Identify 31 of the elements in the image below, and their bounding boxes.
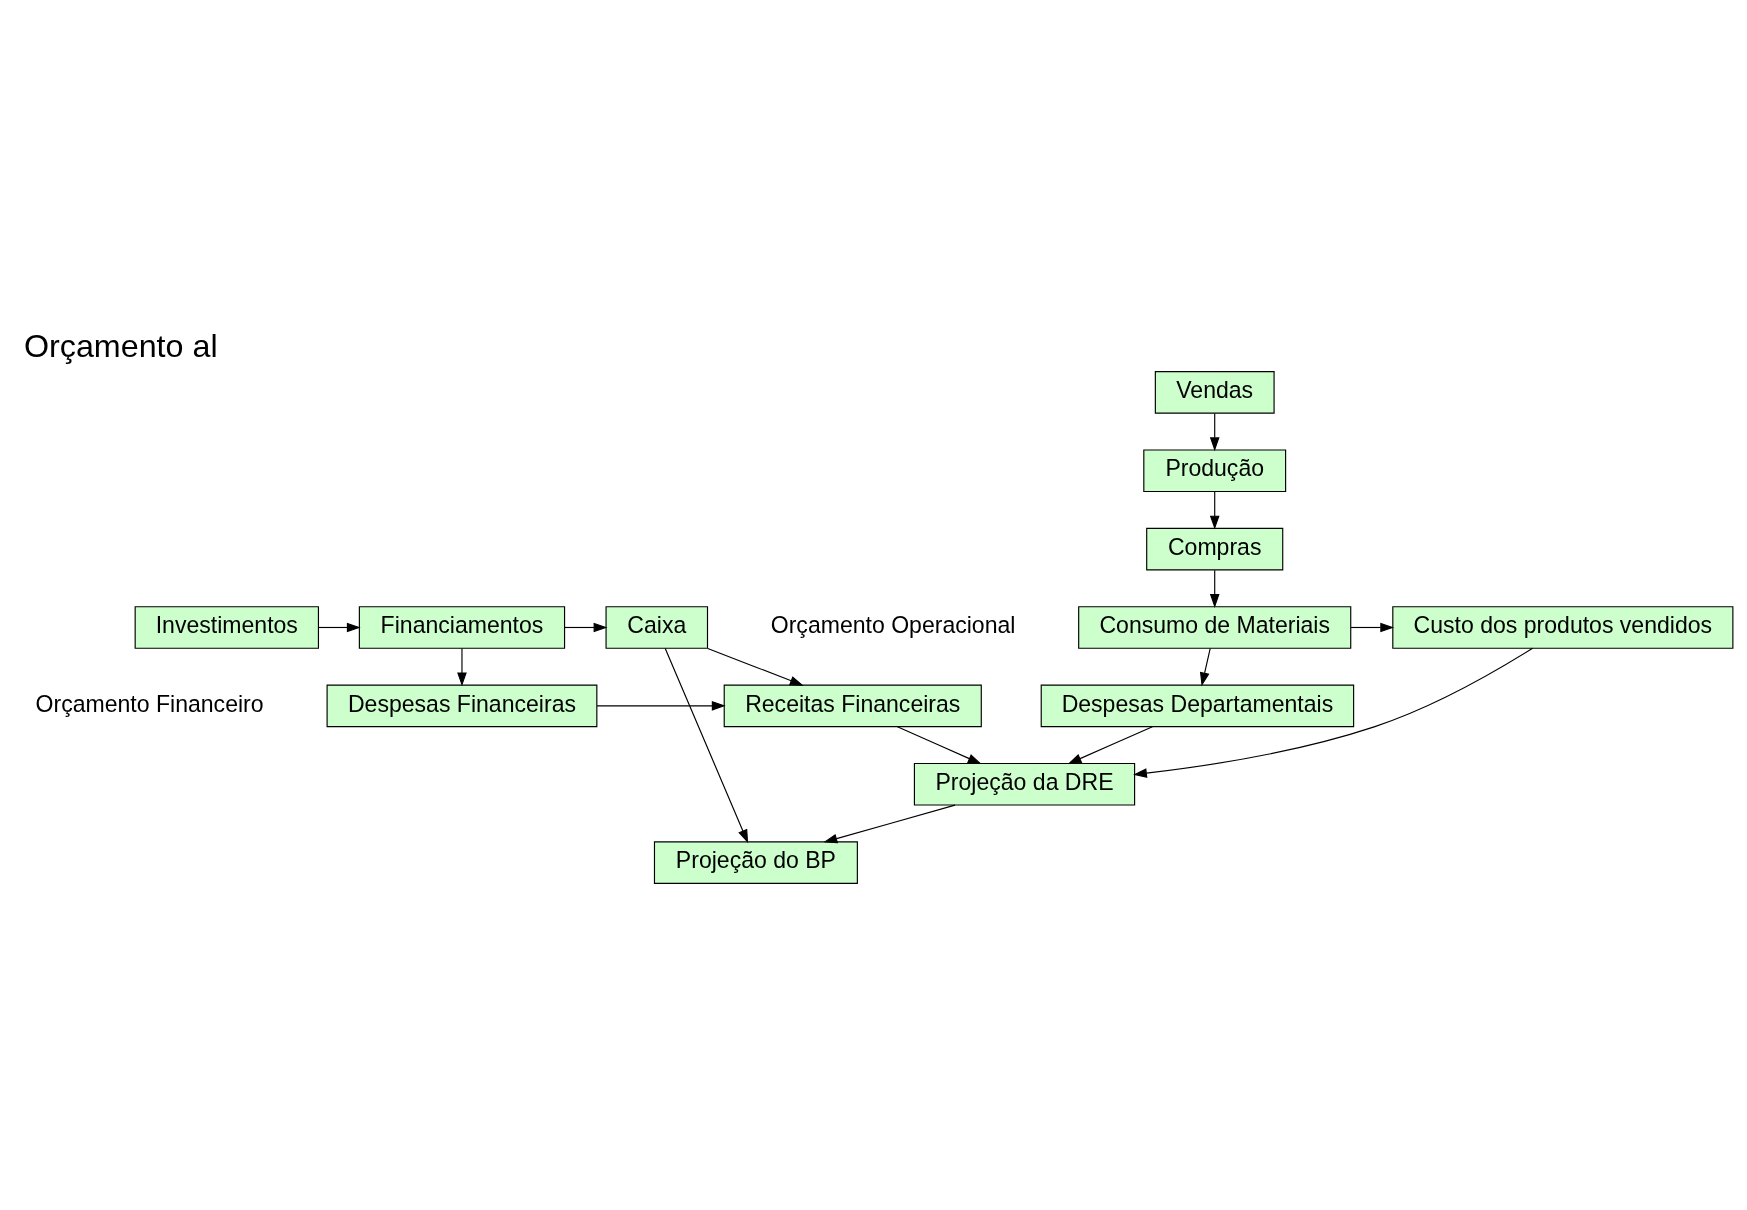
node-box: Produção [1143, 449, 1287, 493]
arrow [457, 648, 467, 687]
arrow [1209, 569, 1220, 608]
node-box: Consumo de Materiais [1078, 606, 1352, 649]
node-box: Projeção da DRE [913, 762, 1136, 806]
arrow [1209, 491, 1220, 530]
arrow [596, 701, 726, 711]
node-box: Custo dos produtos vendidos [1392, 606, 1734, 649]
arrow [896, 726, 982, 765]
node-box: Projeção do BP [653, 841, 858, 884]
node-box: Despesas Departamentais [1040, 684, 1355, 728]
label: Orçamento Financeiro [35, 690, 264, 717]
node-box: Financiamentos [358, 606, 566, 649]
node-box: Caixa [605, 606, 709, 649]
node-box: Receitas Financeiras [723, 684, 982, 728]
arrow [1133, 647, 1534, 778]
arrow [823, 804, 956, 844]
arrow [564, 622, 608, 633]
arrow [664, 647, 749, 844]
arrow [1067, 726, 1153, 765]
diagram-title: Orçamento al [23, 328, 218, 365]
arrow [707, 647, 804, 686]
node-box: Compras [1146, 527, 1284, 571]
arrow [1209, 412, 1220, 452]
label: Orçamento Operacional [770, 612, 1016, 639]
node-box: Investimentos [134, 606, 320, 649]
arrow [1199, 648, 1211, 687]
node-box: Despesas Financeiras [326, 684, 598, 728]
node-box: Vendas [1154, 371, 1275, 414]
arrow [318, 622, 361, 633]
arrow [1350, 622, 1395, 633]
